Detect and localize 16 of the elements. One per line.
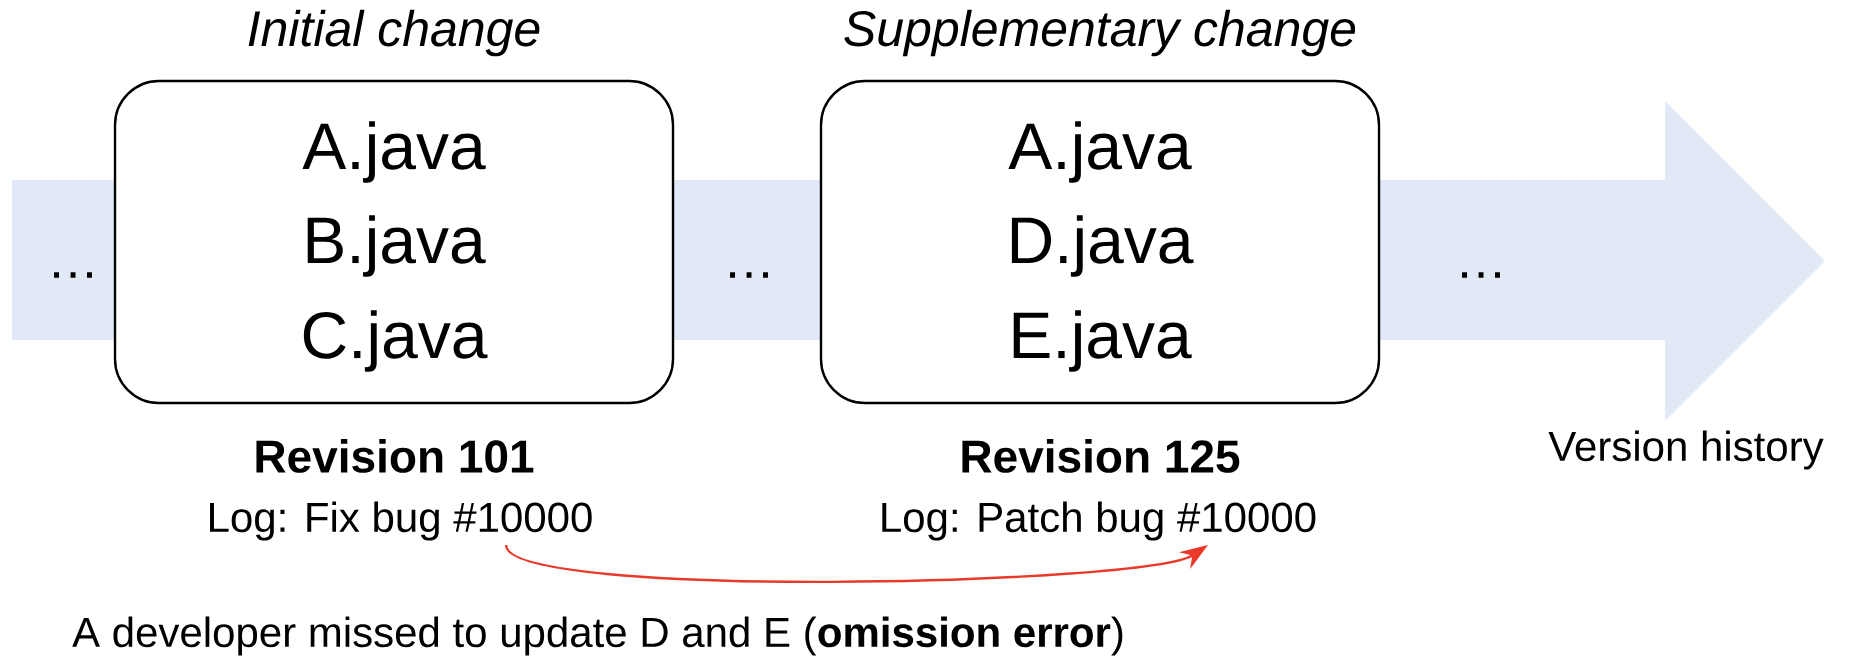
heading: Initial change [248,9,540,57]
ellipsis: … [1462,272,1500,278]
note-text: A developer missed to update D and E (omission error) [72,616,1123,656]
file-name: A.java [302,121,486,183]
revision-label: Revision 125 [962,439,1240,473]
file-name: D.java [1011,215,1194,277]
heading: Supplementary change [844,9,1356,57]
file-name: A.java [1008,121,1192,183]
log-text: Log: Patch bug #10000 [882,501,1316,541]
file-name: B.java [307,215,486,277]
axis-label: Version history [1548,430,1824,470]
ellipsis: … [730,272,768,278]
file-name: C.java [303,310,488,372]
file-name: E.java [1013,310,1192,372]
log-text: Log: Fix bug #10000 [210,501,592,541]
revision-label: Revision 101 [256,439,534,473]
